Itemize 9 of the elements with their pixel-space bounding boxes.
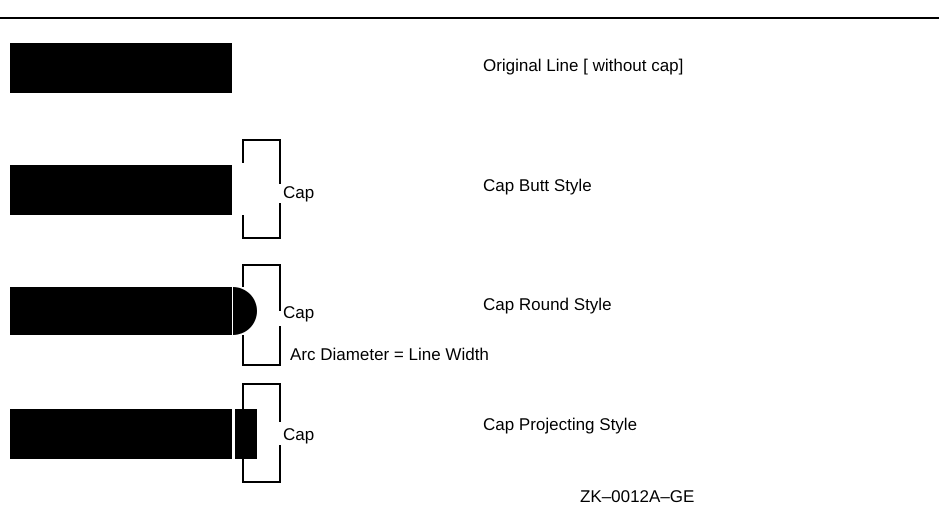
cap-label: Cap	[283, 303, 314, 323]
figure-code: ZK–0012A–GE	[580, 487, 694, 507]
style-label: Original Line [ without cap]	[483, 56, 684, 76]
cap-label: Cap	[283, 183, 314, 203]
style-label: Cap Round Style	[483, 295, 612, 315]
style-label: Cap Butt Style	[483, 176, 592, 196]
cap-label: Cap	[283, 425, 314, 445]
style-label: Cap Projecting Style	[483, 415, 638, 435]
note-text: Arc Diameter = Line Width	[290, 345, 489, 365]
